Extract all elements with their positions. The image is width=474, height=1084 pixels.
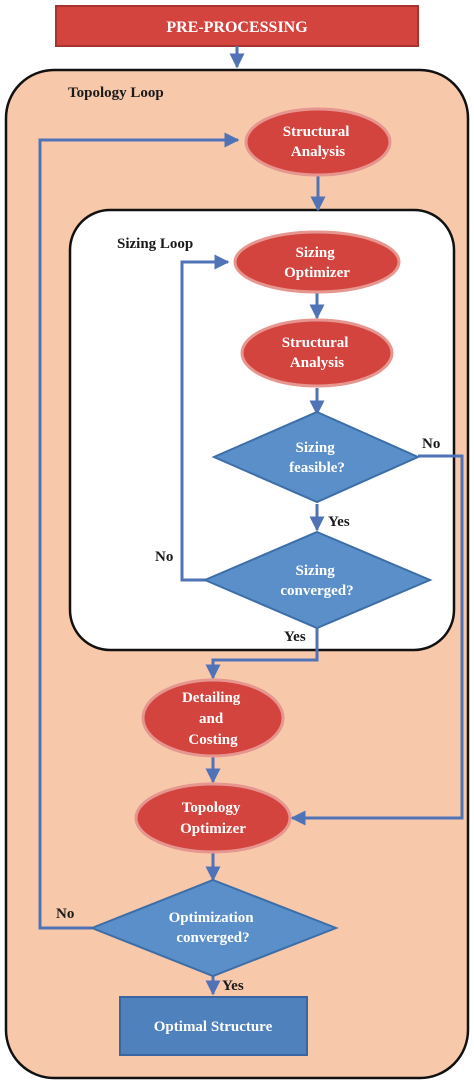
detailing-costing-line-3: Costing xyxy=(188,732,238,748)
sizing-converged-line-1: Sizing xyxy=(296,563,336,579)
topology-loop-label: Topology Loop xyxy=(68,85,164,101)
sizing-feasible-decision xyxy=(211,410,421,504)
detailing-costing-line-1: Detailing xyxy=(182,690,241,706)
detailing-costing-node xyxy=(141,678,285,758)
preprocessing-label: PRE-PROCESSING xyxy=(166,19,308,36)
structural-analysis-node-1 xyxy=(244,107,392,177)
converged-yes-label: Yes xyxy=(284,629,306,645)
topology-optimizer-node xyxy=(134,782,292,854)
sizing-optimizer-node xyxy=(233,230,401,294)
connectors xyxy=(38,46,464,996)
optimization-no-label: No xyxy=(56,906,74,922)
converged-no-label: No xyxy=(155,549,173,565)
optimization-converged-line-1: Optimization xyxy=(169,910,255,926)
sizing-loop-container xyxy=(68,208,456,652)
structural-analysis-1-line-2: Analysis xyxy=(291,144,345,160)
feasible-yes-label: Yes xyxy=(328,514,350,530)
feasible-no-label: No xyxy=(422,436,440,452)
structural-analysis-node-2 xyxy=(240,318,394,388)
sizing-optimizer-line-1: Sizing xyxy=(296,245,336,261)
svg-text:Sizing feasible?: Sizing feasible? xyxy=(289,440,345,476)
arrow-feasible-no xyxy=(290,454,464,826)
svg-text:Sizing Optimizer: Sizing Optimizer xyxy=(284,245,350,281)
svg-text:Structural Analysis: Structural Analysis xyxy=(282,335,352,371)
optimization-yes-label: Yes xyxy=(222,978,244,994)
detailing-costing-line-2: and xyxy=(199,711,224,727)
svg-text:Sizing converged?: Sizing converged? xyxy=(280,563,353,599)
svg-text:Detailing and Costing: Detailing and Costing xyxy=(182,690,244,748)
optimization-converged-line-2: converged? xyxy=(176,930,249,946)
structural-analysis-2-line-2: Analysis xyxy=(290,355,344,371)
sizing-optimizer-line-2: Optimizer xyxy=(284,265,350,281)
arrow-optimization-no-loop xyxy=(38,132,240,930)
sizing-feasible-line-1: Sizing xyxy=(296,440,336,456)
sizing-feasible-line-2: feasible? xyxy=(289,460,345,476)
svg-text:Optimization converged?: Optimization converged? xyxy=(169,910,258,946)
arrow-converged-no-loop xyxy=(180,254,230,582)
optimal-structure-box xyxy=(119,996,308,1056)
topology-optimizer-line-1: Topology xyxy=(182,800,241,816)
svg-text:Topology Optimizer: Topology Optimizer xyxy=(180,800,246,837)
structural-analysis-1-line-1: Structural xyxy=(283,124,350,140)
optimization-converged-decision xyxy=(89,878,339,978)
topology-optimizer-line-2: Optimizer xyxy=(180,821,246,837)
sizing-converged-decision xyxy=(202,530,433,630)
sizing-loop-label: Sizing Loop xyxy=(117,236,193,252)
svg-text:Structural Analysis: Structural Analysis xyxy=(283,124,353,160)
arrow-converged-yes xyxy=(205,626,319,680)
optimal-structure-label: Optimal Structure xyxy=(154,1019,273,1035)
structural-analysis-2-line-1: Structural xyxy=(282,335,349,351)
sizing-converged-line-2: converged? xyxy=(280,583,353,599)
